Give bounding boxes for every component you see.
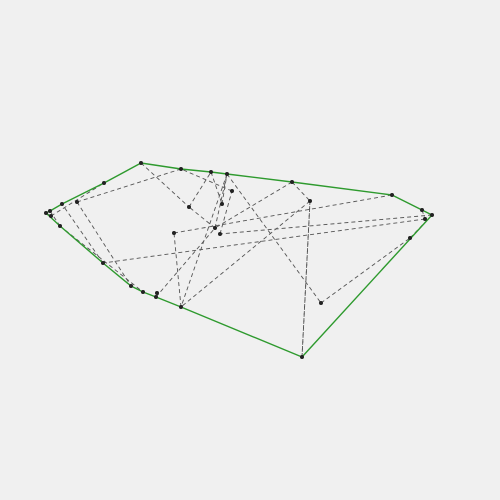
- point-p4: [290, 180, 294, 184]
- point-p30: [308, 199, 312, 203]
- path-edge-p22-p15: [76, 201, 132, 287]
- point-p13: [154, 295, 158, 299]
- point-p20: [60, 202, 64, 206]
- point-p12: [179, 305, 183, 309]
- path-edge-p27-p3: [214, 173, 228, 229]
- point-p22: [75, 200, 79, 204]
- point-p27: [213, 226, 217, 230]
- point-p1: [179, 167, 183, 171]
- path-edge-p28-p26: [219, 190, 233, 235]
- point-p7: [430, 213, 434, 217]
- path-edge-p4-p27: [214, 181, 293, 229]
- point-p9: [408, 236, 412, 240]
- path-edge-p27-p24: [188, 206, 216, 229]
- path-edge-p11-p30: [301, 200, 311, 358]
- path-edge-p12-p29: [173, 232, 182, 308]
- path-edge-p29-p5: [173, 194, 393, 234]
- point-p14: [141, 290, 145, 294]
- point-p3: [225, 172, 229, 176]
- path-edge-p0-p24: [140, 162, 190, 208]
- path-edge-p10-p9: [320, 237, 411, 304]
- point-p11: [300, 355, 304, 359]
- path-edge-p13-p27: [155, 227, 216, 298]
- point-p31: [155, 291, 159, 295]
- point-p10: [319, 301, 323, 305]
- point-p6: [420, 208, 424, 212]
- point-layer: [44, 161, 434, 359]
- point-p15: [129, 284, 133, 288]
- point-p21: [102, 181, 106, 185]
- point-p0: [139, 161, 143, 165]
- path-edge-p8-p16: [102, 218, 426, 264]
- path-edge-p25-p3: [221, 173, 228, 205]
- path-edge-p7-p28: [219, 214, 433, 235]
- point-p18: [44, 211, 48, 215]
- point-p16: [101, 261, 105, 265]
- point-p24: [187, 205, 191, 209]
- point-p19: [48, 209, 52, 213]
- path-edge-p16-p20: [61, 203, 104, 264]
- point-p5: [390, 193, 394, 197]
- point-p28: [218, 232, 222, 236]
- path-edge-p2-p25: [210, 171, 223, 205]
- path-edge-p23-p21: [50, 182, 105, 217]
- point-p8: [423, 217, 427, 221]
- point-p17: [58, 224, 62, 228]
- path-edge-p4-p30: [291, 181, 311, 202]
- point-p25: [220, 202, 224, 206]
- path-edge-p3-p10: [226, 173, 322, 304]
- point-p2: [209, 170, 213, 174]
- point-p23: [49, 214, 53, 218]
- path-edge-p26-p1: [180, 168, 233, 192]
- path-edge-p3-p12: [180, 173, 228, 308]
- point-p26: [230, 189, 234, 193]
- point-p29: [172, 231, 176, 235]
